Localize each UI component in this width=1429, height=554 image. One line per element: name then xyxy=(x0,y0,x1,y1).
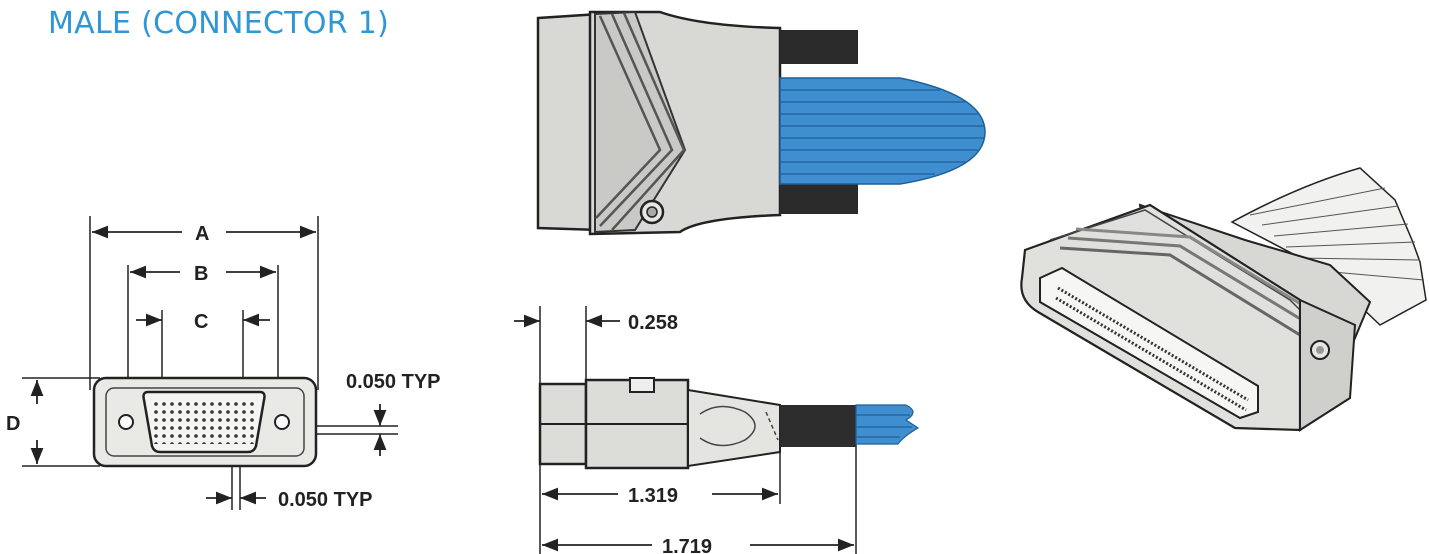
page-title: MALE (CONNECTOR 1) xyxy=(48,6,390,41)
side-dimension-lines xyxy=(514,314,854,552)
dim-label-offset: 0.258 xyxy=(628,312,678,334)
front-dimension-lines xyxy=(30,225,387,505)
dim-label-typ-horizontal: 0.050 TYP xyxy=(278,489,373,511)
dim-label-b: B xyxy=(194,263,208,285)
dim-label-typ-vertical: 0.050 TYP xyxy=(346,371,441,393)
side-view-drawing xyxy=(538,306,920,554)
dim-label-c: C xyxy=(194,311,208,333)
dim-label-body-length: 1.319 xyxy=(628,485,678,507)
front-view-drawing xyxy=(22,216,398,510)
dim-label-a: A xyxy=(195,223,209,245)
dim-label-overall-length: 1.719 xyxy=(662,536,712,554)
top-view-drawing xyxy=(536,10,986,236)
isometric-connector-drawing xyxy=(1020,167,1427,432)
dim-label-d: D xyxy=(6,413,20,435)
